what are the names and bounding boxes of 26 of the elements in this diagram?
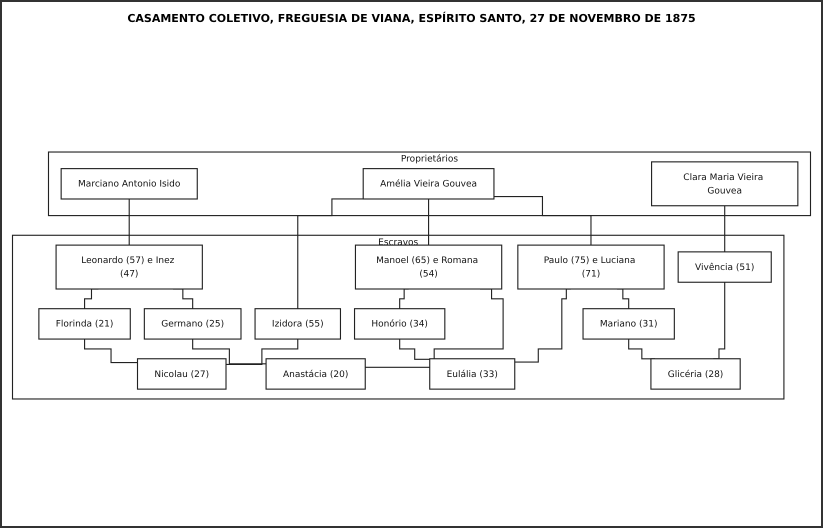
node-box: Paulo (75) e Luciana (71)	[517, 244, 665, 290]
node-box: Germano (25)	[144, 308, 242, 340]
node-box: Marciano Antonio Isido	[60, 168, 198, 200]
node-box: Amélia Vieira Gouvea	[362, 168, 495, 200]
node-box: Anastácia (20)	[266, 358, 366, 390]
node-box: Izidora (55)	[254, 308, 342, 340]
connector	[494, 196, 592, 246]
node-box: Mariano (31)	[582, 308, 675, 340]
connector	[399, 338, 430, 360]
node-box: Manoel (65) e Romana (54)	[354, 244, 502, 290]
node-box: Leonardo (57) e Inez (47)	[56, 244, 203, 290]
connector	[724, 205, 726, 252]
node-box: Eulália (33)	[429, 358, 516, 390]
node-box: Glicéria (28)	[650, 358, 741, 390]
connector	[428, 198, 430, 246]
node-box: Clara Maria Vieira Gouvea	[651, 161, 798, 206]
connector	[226, 338, 298, 365]
connector	[84, 338, 138, 364]
diagram-title: CASAMENTO COLETIVO, FREGUESIA DE VIANA, ESPÍRITO SANTO, 27 DE NOVEMBRO DE 1875	[127, 12, 696, 25]
connector	[365, 288, 504, 368]
node-box: Honório (34)	[354, 308, 446, 340]
connector	[192, 338, 266, 364]
node-box: Nicolau (27)	[136, 358, 227, 390]
connector	[128, 198, 130, 246]
node-box: Vivência (51)	[678, 251, 772, 283]
node-box: Florinda (21)	[38, 308, 131, 340]
